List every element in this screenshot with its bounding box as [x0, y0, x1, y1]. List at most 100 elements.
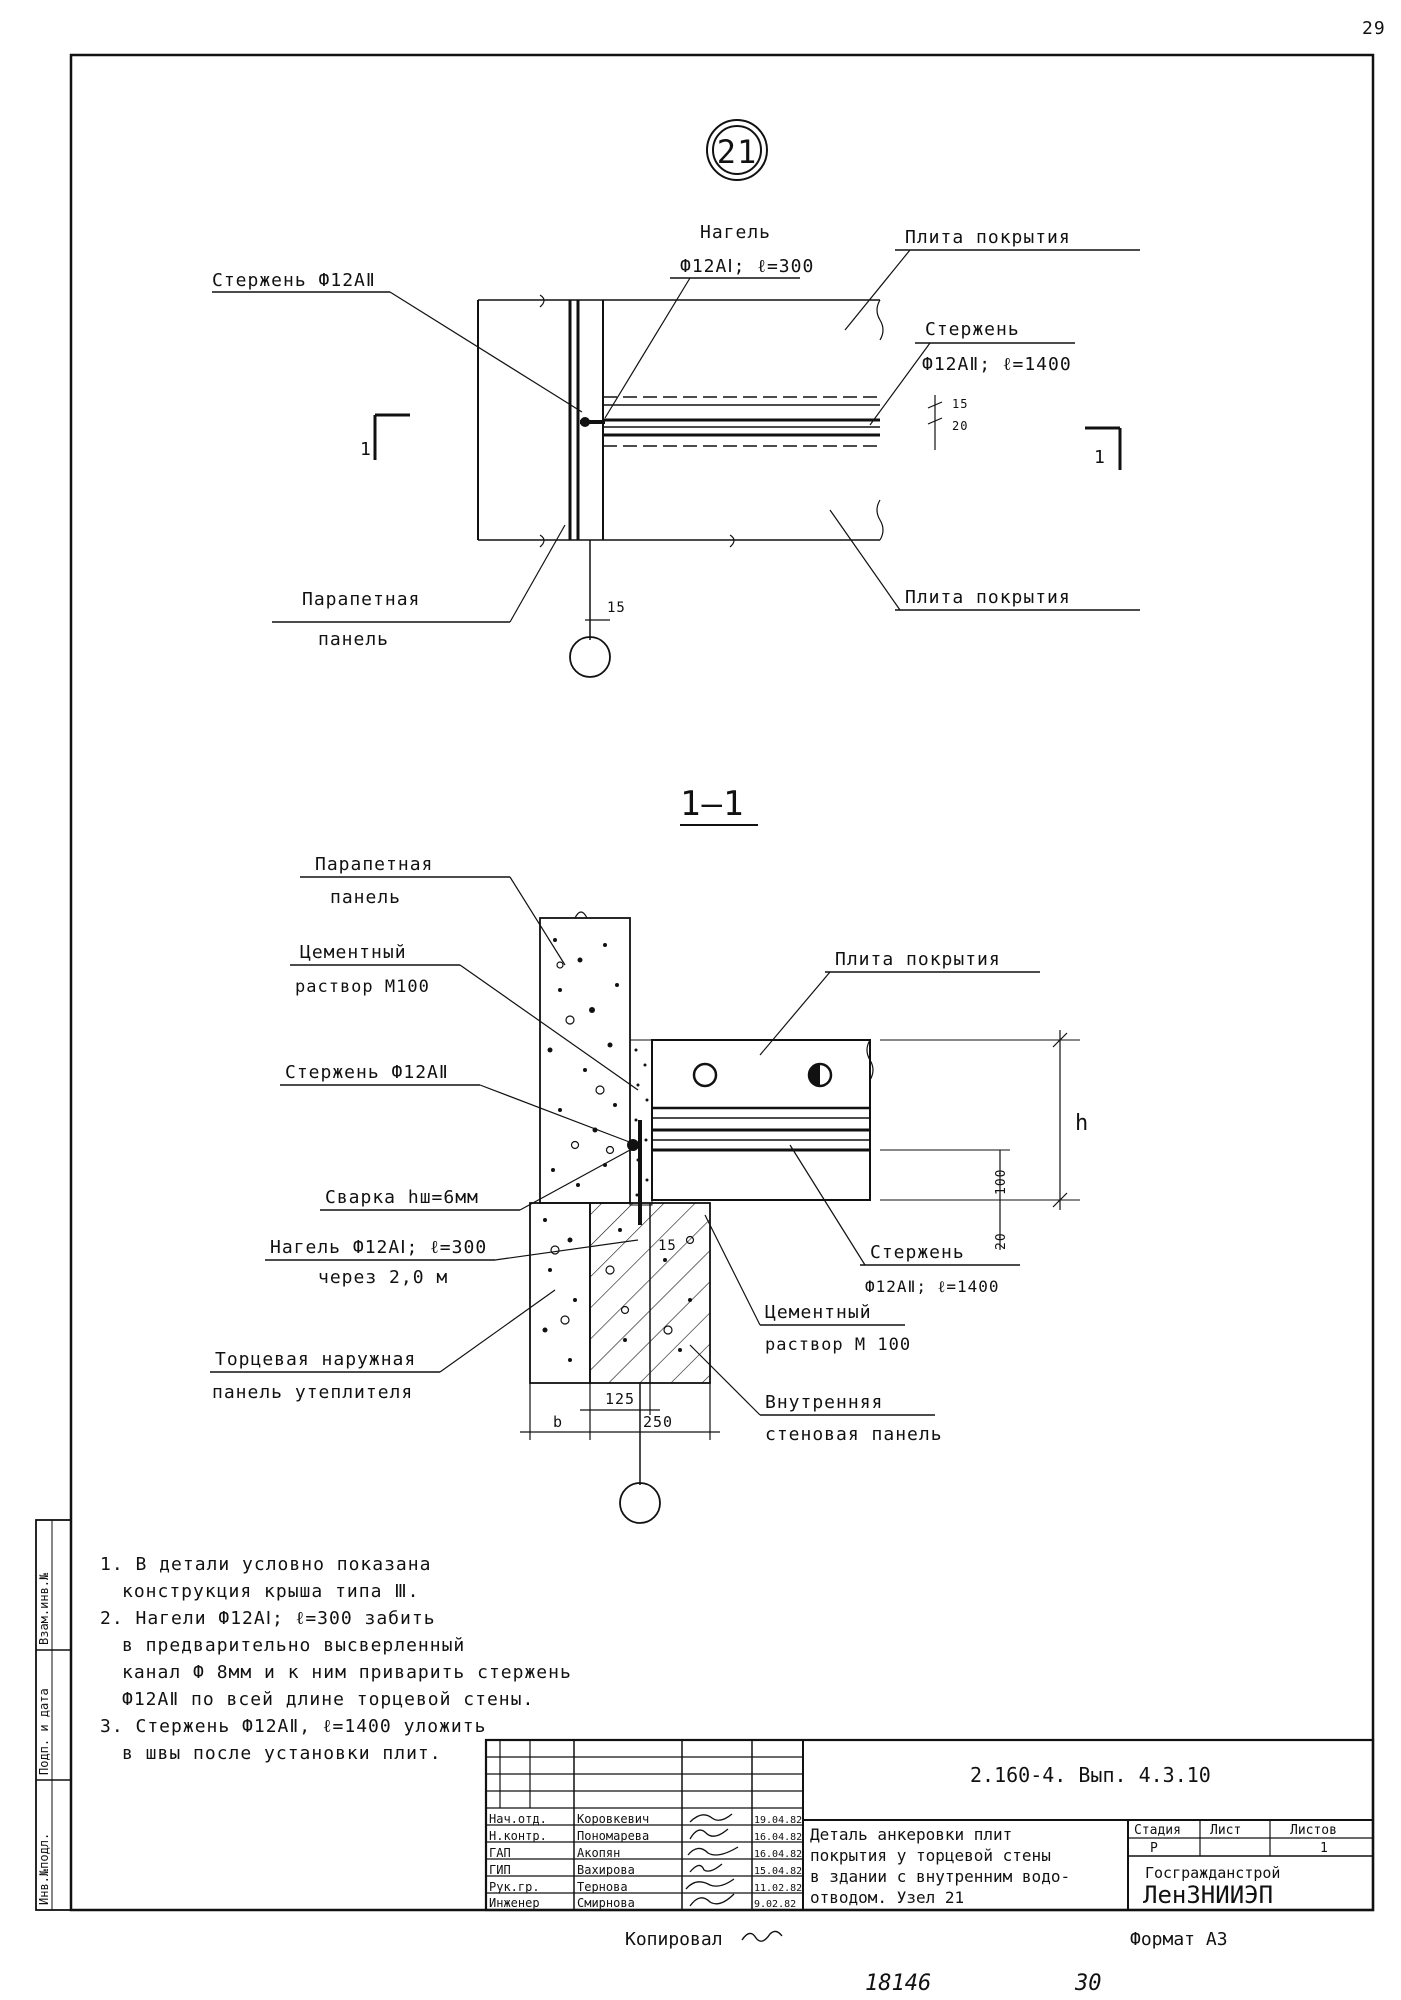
section-rod-label: Стержень Ф12АⅡ: [285, 1062, 449, 1083]
note-line: Ф12АⅡ по всей длине торцевой стены.: [122, 1689, 534, 1710]
tb-name: Коровкевич: [577, 1812, 649, 1826]
tb-date: 15.04.82: [754, 1866, 802, 1877]
tb-roles-table: Нач.отд. Коровкевич 19.04.82 Н.контр. По…: [489, 1812, 802, 1910]
tb-name: Акопян: [577, 1846, 620, 1860]
section-inner-panel-label: Внутренняя: [765, 1392, 883, 1413]
concrete-dots-lower: [542, 1218, 692, 1362]
section-end-panel-label: Торцевая наружная: [215, 1349, 416, 1370]
tb-name: Тернова: [577, 1880, 628, 1894]
plan-rod-right-label: Стержень: [925, 319, 1020, 340]
plan-dim-15b: 15: [952, 397, 968, 411]
signature: [689, 1813, 733, 1823]
section-mortar-top-label: Цементный: [300, 942, 407, 963]
node-marker: 21: [706, 119, 768, 181]
plan-parapet-label-2: панель: [318, 629, 389, 650]
section-view: 1—1: [210, 784, 1089, 1524]
tb-role: ГИП: [489, 1863, 511, 1877]
tb-sheets: 1: [1320, 1841, 1328, 1856]
tb-title-line: Деталь анкеровки плит: [810, 1825, 1012, 1844]
plan-dims-right: 15 20: [927, 395, 968, 450]
note-line: 1. В детали условно показана: [100, 1554, 431, 1575]
footer-format: Формат А3: [1130, 1929, 1228, 1950]
section-dim-125: 125: [605, 1390, 635, 1408]
mortar-dots: [634, 1048, 649, 1197]
tb-stage-label: Стадия: [1134, 1823, 1181, 1838]
tb-role: Рук.гр.: [489, 1880, 540, 1894]
stamp-podp-data: Подп. и дата: [37, 1688, 51, 1775]
section-parapet-label-2: панель: [330, 887, 401, 908]
plan-rod-left-label: Стержень Ф12АⅡ: [212, 270, 376, 291]
tb-role: Н.контр.: [489, 1829, 547, 1843]
concrete-dots-upper: [547, 938, 619, 1187]
concrete-voids-lower: [550, 1235, 695, 1335]
tb-org-1: Госгражданстрой: [1145, 1864, 1280, 1882]
signature: [685, 1878, 735, 1890]
footer: Копировал Формат А3 18146 30: [625, 1929, 1228, 1996]
section-parapet-label: Парапетная: [315, 854, 433, 875]
drawing-frame: [69, 53, 1375, 1912]
section-mark-left-label: 1: [360, 439, 372, 460]
section-slab-label: Плита покрытия: [835, 949, 1001, 970]
tb-name: Пономарева: [577, 1829, 649, 1843]
tb-date: 9.02.82: [754, 1899, 796, 1910]
footer-page2: 30: [1074, 1971, 1102, 1996]
section-mark-right: 1: [1085, 426, 1122, 470]
tb-role: ГАП: [489, 1846, 511, 1860]
tb-date: 19.04.82: [754, 1815, 802, 1826]
plan-view: 15 15 20 1 1 Стержень Ф12АⅡ Нагель Ф12АⅠ…: [212, 222, 1140, 678]
section-mark-left: 1: [360, 413, 410, 460]
tb-role: Нач.отд.: [489, 1812, 547, 1826]
note-line: канал Ф 8мм и к ним приварить стержень: [122, 1662, 572, 1683]
plan-nagel-label: Нагель: [700, 222, 771, 243]
tb-org-2: ЛенЗНИИЭП: [1143, 1881, 1273, 1909]
plan-nagel-spec: Ф12АⅠ; ℓ=300: [680, 256, 814, 277]
section-mortar-right-label: Цементный: [765, 1302, 872, 1323]
section-inner-panel-label-2: стеновая панель: [765, 1424, 943, 1445]
section-dim-b: b: [553, 1413, 563, 1431]
plan-dim-15: 15: [607, 600, 626, 616]
side-stamp: Инв.№подл. Подп. и дата Взам.инв.№: [35, 1519, 72, 1911]
section-mortar-top-label-2: раствор М100: [295, 977, 430, 997]
notes-block: 1. В детали условно показана конструкция…: [100, 1554, 572, 1764]
tb-title-line: отводом. Узел 21: [810, 1888, 964, 1907]
note-line: в швы после установки плит.: [122, 1743, 442, 1764]
note-line: конструкция крыша типа Ⅲ.: [122, 1581, 420, 1602]
note-line: 2. Нагели Ф12АⅠ; ℓ=300 забить: [100, 1608, 436, 1629]
section-rod-right-label: Стержень: [870, 1242, 965, 1263]
signature: [689, 1893, 735, 1907]
copier-signature: [741, 1930, 783, 1942]
section-dim-100: 100: [994, 1169, 1009, 1195]
tb-date: 16.04.82: [754, 1832, 802, 1843]
tb-role: Инженер: [489, 1896, 540, 1910]
tb-stage: Р: [1150, 1841, 1158, 1856]
section-dim-20: 20: [994, 1232, 1009, 1250]
plan-slab-top-label: Плита покрытия: [905, 227, 1071, 248]
section-title: 1—1: [680, 784, 744, 824]
tb-title-line: в здании с внутренним водо-: [810, 1867, 1070, 1886]
plan-dim-20: 20: [952, 419, 968, 433]
tb-sheets-label: Листов: [1290, 1823, 1337, 1838]
stamp-vzam-inv: Взам.инв.№: [37, 1572, 51, 1645]
title-block: Стадия Лист Листов Р 1 Госгражданстрой Л…: [484, 1738, 1375, 1912]
tb-sheet-label: Лист: [1210, 1823, 1241, 1838]
footer-copied: Копировал: [625, 1929, 723, 1950]
footer-number: 18146: [865, 1971, 931, 1996]
plan-rod-right-spec: Ф12АⅡ; ℓ=1400: [922, 354, 1072, 375]
signature: [689, 1828, 729, 1840]
signature: [689, 1863, 723, 1873]
note-line: 3. Стержень Ф12АⅡ, ℓ=1400 уложить: [100, 1716, 486, 1737]
section-dim-15: 15: [658, 1238, 677, 1254]
section-mark-right-label: 1: [1094, 447, 1106, 468]
stamp-inv-podl: Инв.№подл.: [37, 1833, 51, 1905]
note-line: в предварительно высверленный: [122, 1635, 465, 1656]
section-end-panel-label-2: панель утеплителя: [212, 1382, 413, 1403]
section-mortar-right-label-2: раствор М 100: [765, 1335, 911, 1355]
section-dim-h: h: [1075, 1111, 1089, 1136]
section-weld-label: Сварка hш=6мм: [325, 1187, 479, 1208]
tb-date: 16.04.82: [754, 1849, 802, 1860]
section-nagel-label: Нагель Ф12АⅠ; ℓ=300: [270, 1237, 487, 1258]
tb-title-line: покрытия у торцевой стены: [810, 1846, 1051, 1865]
concrete-voids-upper: [556, 961, 615, 1155]
tb-name: Смирнова: [577, 1896, 635, 1910]
